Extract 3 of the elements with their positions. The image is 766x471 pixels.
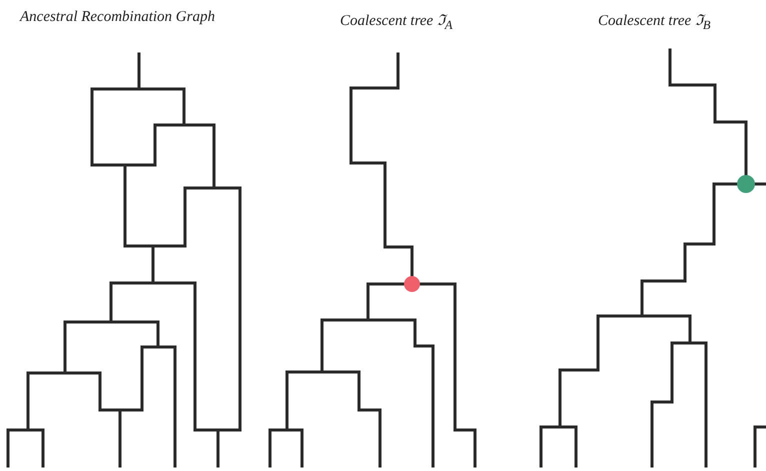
- panel-title: Coalescent tree ℑ$_{B}$: [598, 12, 711, 33]
- panel-title: Ancestral Recombination Graph: [20, 8, 215, 26]
- panel-title: Coalescent tree ℑ$_{A}$: [340, 12, 453, 33]
